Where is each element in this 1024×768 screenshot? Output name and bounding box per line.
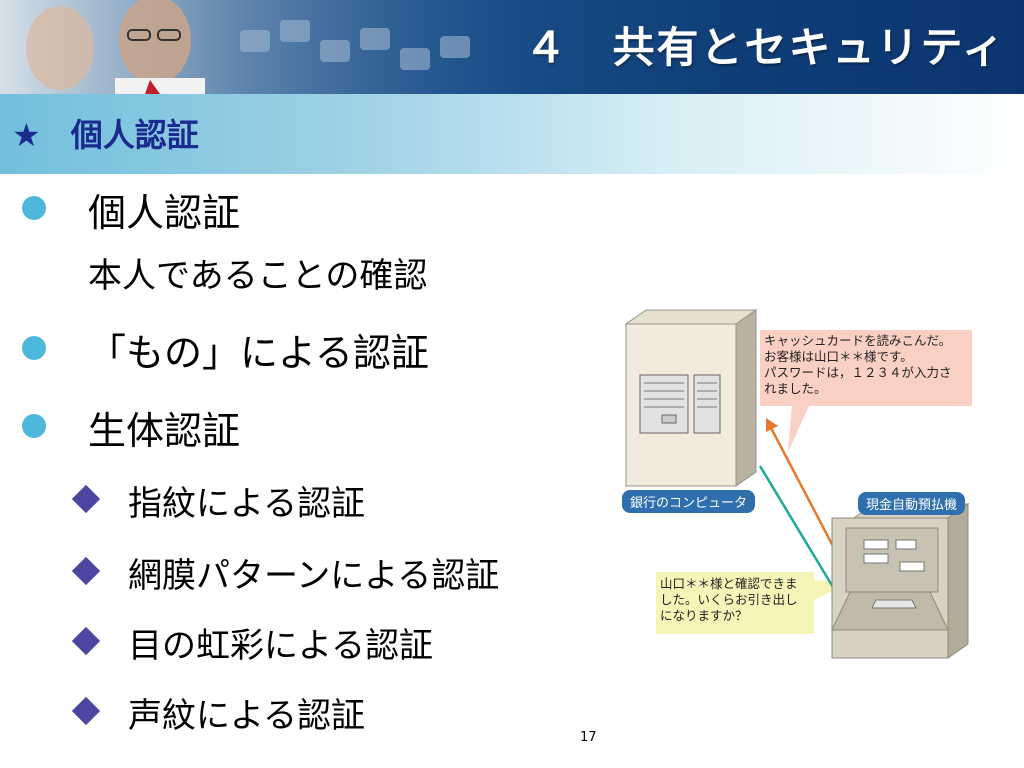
bubble-line: 山口＊＊様と確認できま (660, 576, 798, 591)
atm-illustration: キャッシュカードを読みこんだ。 お客様は山口＊＊様です。 パスワードは，１２３４… (600, 300, 1020, 665)
bullet-item: 「もの」による認証 (22, 322, 429, 377)
sub-bullet-item: 声紋による認証 (71, 688, 365, 737)
bank-computer-label: 銀行のコンピュータ (622, 490, 756, 513)
page-number: 17 (580, 730, 597, 745)
atm-machine (831, 503, 970, 659)
section-title: ★ 個人認証 (12, 110, 199, 156)
section-bar: ★ 個人認証 (0, 94, 1024, 174)
diamond-bullet-icon (71, 556, 101, 586)
bullet-dot-icon (22, 414, 46, 438)
bullet-text: 「もの」による認証 (88, 331, 429, 375)
atm-message-bubble: キャッシュカードを読みこんだ。 お客様は山口＊＊様です。 パスワードは，１２３４… (760, 330, 972, 406)
bullet-dot-icon (22, 336, 46, 360)
bullet-text: 個人認証 (88, 191, 241, 235)
slide-title: ４ 共有とセキュリティ (524, 23, 1006, 72)
bullet-item: 個人認証 (22, 182, 241, 237)
sub-bullet-item: 網膜パターンによる認証 (71, 548, 500, 597)
bubble-line: キャッシュカードを読みこんだ。 (764, 333, 952, 348)
bank-computer-cabinet (624, 309, 758, 487)
sub-bullet-text: 声紋による認証 (128, 696, 365, 736)
sub-bullet-item: 目の虹彩による認証 (71, 618, 433, 667)
atm-label: 現金自動預払機 (858, 492, 966, 515)
sub-bullet-text: 目の虹彩による認証 (128, 626, 433, 666)
diamond-bullet-icon (71, 626, 101, 656)
bullet-item: 生体認証 (22, 400, 241, 455)
bubble-line: になりますか？ (660, 608, 748, 623)
bubble-line: した。いくらお引き出し (660, 592, 798, 607)
bullet-dot-icon (22, 196, 46, 220)
bullet-text: 生体認証 (88, 409, 241, 453)
diamond-bullet-icon (71, 696, 101, 726)
star-icon: ★ (12, 116, 41, 154)
diamond-bullet-icon (71, 484, 101, 514)
bullet-subtext: 本人であることの確認 (88, 256, 428, 296)
bubble-line: パスワードは，１２３４が入力さ (764, 365, 952, 380)
bubble-line: お客様は山口＊＊様です。 (764, 349, 913, 364)
sub-bullet-item: 指紋による認証 (71, 476, 365, 525)
bank-message-bubble: 山口＊＊様と確認できま した。いくらお引き出し になりますか？ (656, 572, 814, 634)
section-title-text: 個人認証 (70, 116, 199, 154)
sub-bullet-text: 指紋による認証 (128, 484, 365, 524)
atm-diagram (624, 309, 970, 659)
bubble-line: れました。 (764, 381, 827, 396)
header-photo (0, 0, 560, 94)
sub-bullet-text: 網膜パターンによる認証 (128, 556, 500, 596)
header-banner: ４ 共有とセキュリティ (0, 0, 1024, 94)
